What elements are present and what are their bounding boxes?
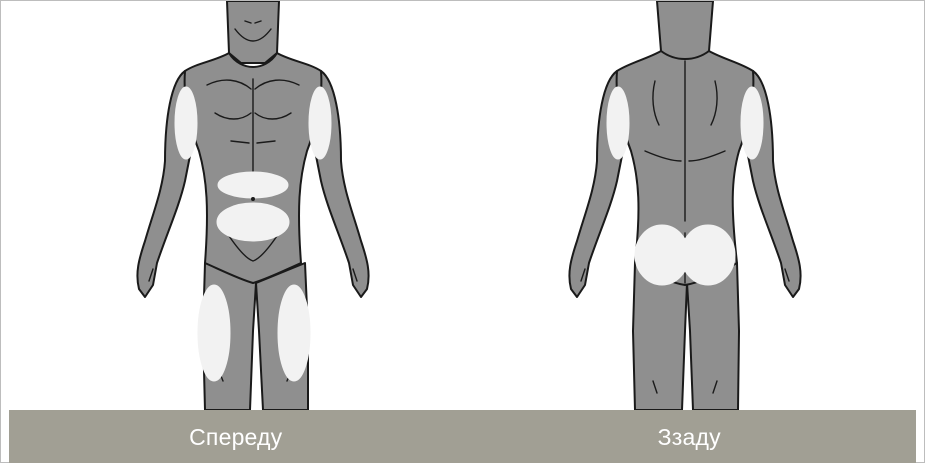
front-zone-left-thigh [278, 285, 310, 381]
back-zone-left-buttock [681, 225, 735, 285]
front-zone-right-upper-arm [175, 87, 197, 159]
front-zone-upper-abdomen [218, 172, 288, 198]
front-zone-lower-abdomen [217, 203, 289, 241]
front-zone-right-thigh [198, 285, 230, 381]
front-zone-left-upper-arm [309, 87, 331, 159]
figures-area [1, 1, 925, 410]
caption-back: Ззаду [463, 410, 917, 463]
back-zone-left-upper-arm [741, 87, 763, 159]
back-zone-right-upper-arm [607, 87, 629, 159]
back-body-illustration [555, 1, 815, 410]
front-body-illustration [123, 1, 383, 410]
caption-bar: Спереду Ззаду [9, 410, 916, 463]
caption-front: Спереду [9, 410, 463, 463]
